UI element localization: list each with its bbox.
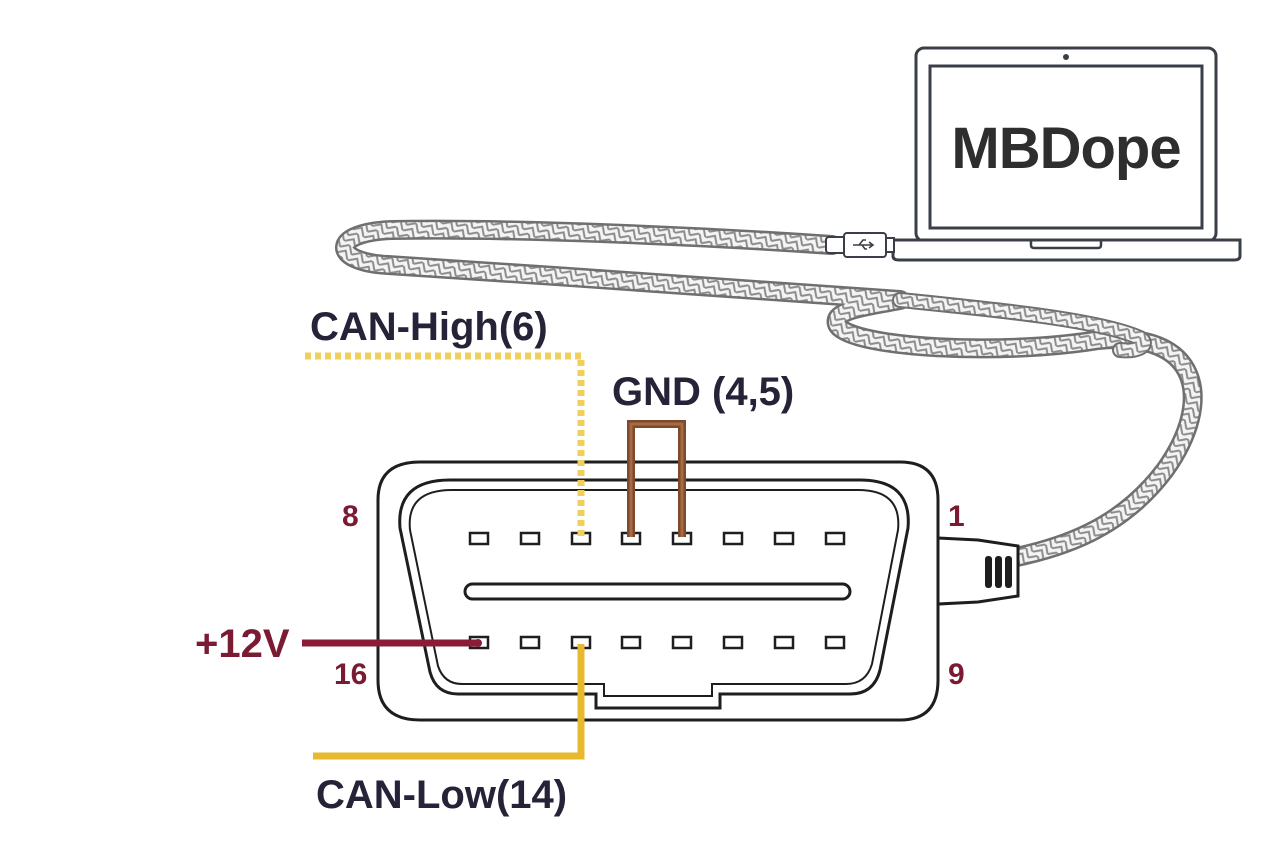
obd-center-bar [463,582,852,601]
laptop-trackpad-notch [1029,240,1103,250]
wire-can-low [313,644,585,760]
pin-number-1: 1 [948,500,965,533]
pin-11 [722,635,744,650]
pin-15 [519,635,541,650]
label-can-high: CAN-High(6) [310,305,548,349]
wire-can-high [305,352,585,537]
pin-number-8: 8 [342,500,359,533]
usb-connector [825,232,895,258]
pin-10 [773,635,795,650]
pin-13 [620,635,642,650]
wires [302,352,686,760]
laptop: MBDope [891,46,1242,262]
obd-inner-rim [408,489,900,697]
braided-cable [335,219,1203,568]
obd2-connector [376,460,940,722]
wire-gnd-inner [629,422,684,537]
obd-strain-relief [936,536,1020,606]
pin-number-9: 9 [948,658,965,691]
screen-logo: MBDope [951,116,1180,181]
laptop-base [891,238,1242,262]
label-can-low: CAN-Low(14) [316,773,567,817]
laptop-screen [928,64,1204,230]
pin-7 [519,531,541,546]
pin-number-16: 16 [334,658,367,691]
pin-12 [671,635,693,650]
webcam-icon [1063,54,1069,60]
pin-8 [468,531,490,546]
label-gnd: GND (4,5) [612,370,794,414]
label-12v: +12V [195,622,290,666]
pin-1 [824,531,846,546]
wire-12v-end [474,639,482,647]
usb-icon [853,239,875,250]
pin-2 [773,531,795,546]
pin-9 [824,635,846,650]
pin-3 [722,531,744,546]
